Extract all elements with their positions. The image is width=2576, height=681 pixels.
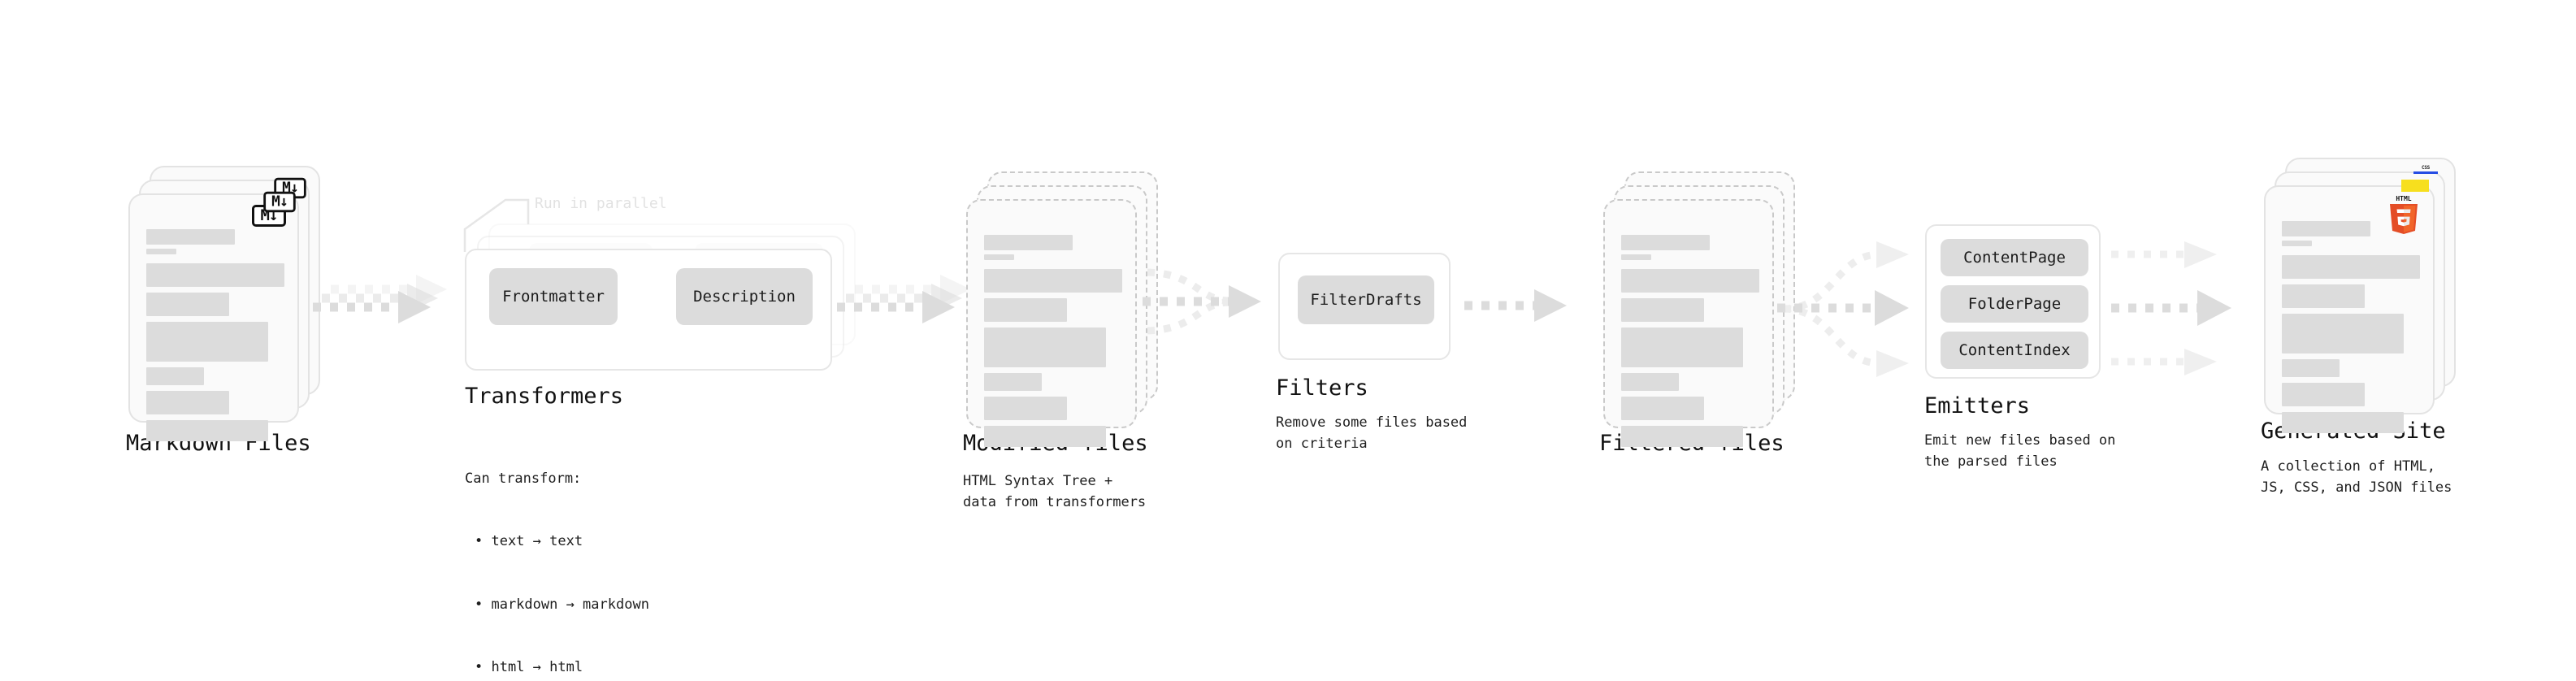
skeleton-bar — [1621, 254, 1652, 260]
file-content-skeleton — [146, 229, 284, 447]
css-icon-label: CSS — [2422, 165, 2430, 171]
skeleton-bar — [2282, 221, 2370, 236]
emitter-chip-contentindex[interactable]: ContentIndex — [1941, 332, 2088, 369]
transformer-chip-frontmatter[interactable]: Frontmatter — [489, 268, 618, 325]
js-icon — [2401, 180, 2429, 192]
generated-file-card-html: HTML — [2264, 185, 2435, 433]
skeleton-bar — [2282, 255, 2420, 279]
transformers-group: Frontmatter Description — [465, 249, 832, 371]
css-icon-underline — [2413, 171, 2438, 174]
skeleton-bar — [984, 373, 1043, 391]
skeleton-bar — [146, 229, 235, 245]
run-in-parallel-leader-line — [463, 198, 530, 252]
skeleton-bar — [2282, 359, 2340, 377]
skeleton-bar — [2282, 314, 2404, 354]
connector-filtered-to-emitters — [1777, 241, 1909, 377]
skeleton-bar — [1621, 269, 1759, 293]
skeleton-bar — [1621, 327, 1743, 367]
skeleton-bar — [146, 293, 229, 316]
transform-list-heading: Can transform: — [465, 470, 582, 487]
skeleton-bar — [984, 235, 1073, 250]
stage-subtitle-transformers: Can transform: • text → text • markdown … — [465, 427, 649, 681]
connector-emitters-to-site — [2111, 241, 2231, 375]
stage-subtitle-modified-files: HTML Syntax Tree + data from transformer… — [963, 473, 1147, 510]
markdown-file-card: M↓ — [128, 193, 299, 441]
stage-title-transformers: Transformers — [465, 384, 624, 409]
skeleton-bar — [984, 254, 1015, 260]
file-content-skeleton — [1621, 235, 1759, 453]
skeleton-bar — [146, 263, 284, 287]
css-icon: CSS — [2413, 166, 2438, 176]
emitter-chip-folderpage[interactable]: FolderPage — [1941, 285, 2088, 323]
transform-bullet-text: • text → text — [475, 533, 583, 550]
run-in-parallel-annotation: Run in parallel — [535, 195, 667, 212]
skeleton-bar — [146, 420, 268, 441]
stage-title-emitters: Emitters — [1924, 393, 2031, 419]
stage-subtitle-emitters: Emit new files based on the parsed files — [1924, 432, 2116, 470]
filters-group: FilterDrafts — [1278, 253, 1451, 360]
skeleton-bar — [1621, 397, 1704, 420]
connector-filters-to-filtered — [1464, 289, 1567, 322]
skeleton-bar — [146, 391, 229, 414]
skeleton-bar — [146, 367, 205, 385]
connector-markdown-to-transformers — [313, 275, 447, 323]
skeleton-bar — [1621, 298, 1704, 322]
connector-transformers-to-modified — [837, 275, 971, 323]
skeleton-bar — [984, 327, 1106, 367]
skeleton-bar — [984, 397, 1067, 420]
file-content-skeleton — [2282, 221, 2420, 439]
transform-bullet-html: • html → html — [475, 659, 583, 676]
skeleton-bar — [2282, 284, 2365, 308]
stage-subtitle-generated-site: A collection of HTML, JS, CSS, and JSON … — [2261, 458, 2452, 496]
skeleton-bar — [1621, 373, 1680, 391]
stage-subtitle-filters: Remove some files based on criteria — [1276, 414, 1468, 452]
transformer-chip-description[interactable]: Description — [676, 268, 813, 325]
skeleton-bar — [1621, 426, 1743, 447]
skeleton-bar — [2282, 412, 2404, 433]
skeleton-bar — [984, 298, 1067, 322]
filter-chip-filterdrafts[interactable]: FilterDrafts — [1298, 275, 1434, 324]
skeleton-bar — [984, 426, 1106, 447]
skeleton-bar — [2282, 383, 2365, 406]
skeleton-bar — [2282, 241, 2313, 246]
skeleton-bar — [146, 322, 268, 362]
skeleton-bar — [984, 269, 1122, 293]
modified-file-card — [966, 199, 1137, 447]
filtered-file-card — [1603, 199, 1774, 447]
stage-title-filters: Filters — [1276, 375, 1368, 401]
svg-text:HTML: HTML — [2396, 195, 2411, 202]
transform-bullet-markdown: • markdown → markdown — [475, 596, 649, 613]
file-content-skeleton — [984, 235, 1122, 453]
emitters-group: ContentPage FolderPage ContentIndex — [1925, 224, 2101, 379]
emitter-chip-contentpage[interactable]: ContentPage — [1941, 239, 2088, 276]
markdown-icon: M↓ — [263, 191, 296, 213]
connector-modified-to-filters — [1143, 268, 1261, 335]
skeleton-bar — [1621, 235, 1710, 250]
skeleton-bar — [146, 249, 177, 254]
html5-icon: HTML — [2386, 193, 2422, 236]
